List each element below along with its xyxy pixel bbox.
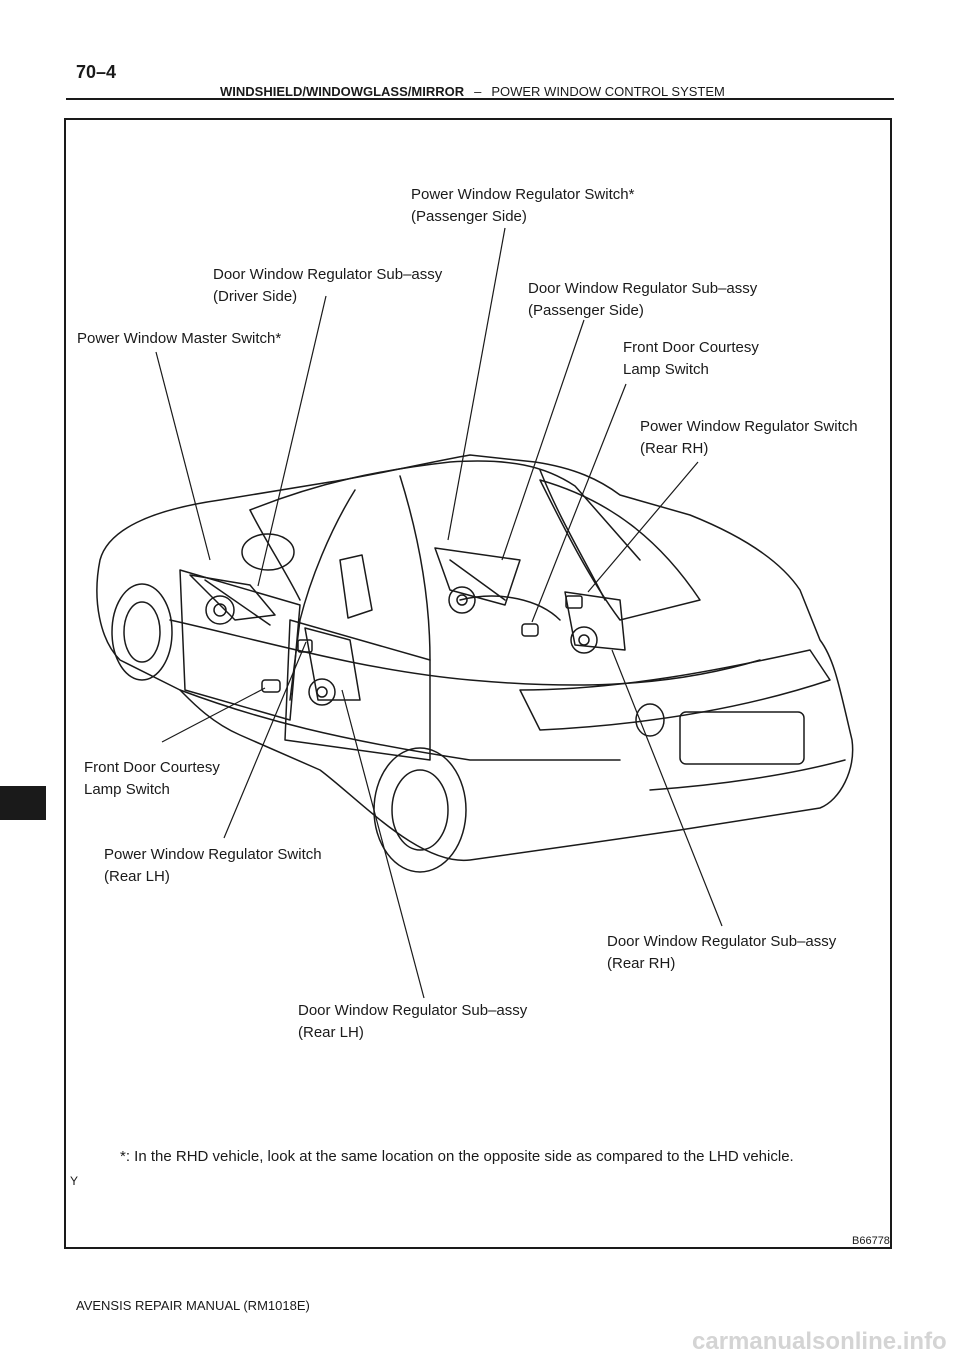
section-separator: – bbox=[474, 84, 482, 99]
rear-door bbox=[284, 619, 431, 761]
rear-wheel bbox=[373, 747, 467, 873]
watermark: carmanualsonline.info bbox=[692, 1328, 947, 1355]
courtesy-switch-right bbox=[521, 623, 539, 637]
regulator-passenger bbox=[434, 547, 521, 614]
trunk-lid bbox=[519, 649, 831, 731]
a-pillar bbox=[249, 509, 301, 601]
manual-footer: AVENSIS REPAIR MANUAL (RM1018E) bbox=[76, 1298, 310, 1313]
leader-regulator-rear-lh bbox=[341, 689, 425, 999]
c-pillar bbox=[539, 469, 606, 601]
rear-rh-switch bbox=[565, 595, 583, 609]
label-courtesy-left: Front Door Courtesy Lamp Switch bbox=[84, 759, 220, 798]
leader-pwr-switch-rear-rh bbox=[587, 461, 699, 593]
page-number: 70–4 bbox=[76, 62, 117, 82]
b-pillar-left bbox=[289, 489, 356, 701]
label-courtesy-right: Front Door Courtesy Lamp Switch bbox=[623, 339, 759, 378]
roof-line bbox=[249, 460, 641, 561]
belt-line bbox=[169, 619, 761, 686]
leader-regulator-passenger bbox=[501, 319, 585, 561]
front-wheel-rim bbox=[123, 601, 161, 663]
rear-seat bbox=[459, 595, 561, 621]
figure-code-left: Y bbox=[70, 1174, 79, 1188]
rear-lh-switch bbox=[297, 639, 313, 653]
figure-frame bbox=[64, 118, 892, 1249]
rear-window bbox=[539, 479, 701, 621]
leader-regulator-rear-rh bbox=[611, 649, 723, 927]
regulator-rear-lh bbox=[304, 627, 361, 706]
label-regulator-passenger: Door Window Regulator Sub–assy (Passenge… bbox=[528, 280, 758, 319]
courtesy-switch-left bbox=[261, 679, 281, 693]
figure-code-right: B66778 bbox=[852, 1235, 890, 1247]
front-wheel bbox=[111, 583, 173, 681]
rear-bumper bbox=[649, 759, 846, 791]
front-door bbox=[179, 569, 301, 721]
label-pwr-switch-rear-rh: Power Window Regulator Switch (Rear RH) bbox=[640, 418, 858, 457]
label-regulator-rear-lh: Door Window Regulator Sub–assy (Rear LH) bbox=[298, 1002, 528, 1041]
label-master-switch: Power Window Master Switch* bbox=[77, 330, 282, 347]
section-main-title: WINDSHIELD/WINDOWGLASS/MIRROR bbox=[220, 84, 465, 99]
license-plate bbox=[679, 711, 805, 765]
leader-pwr-switch-passenger bbox=[447, 227, 506, 541]
leader-courtesy-left bbox=[161, 687, 266, 743]
b-pillar-right bbox=[399, 475, 431, 661]
label-pwr-switch-passenger: Power Window Regulator Switch* (Passenge… bbox=[411, 186, 635, 225]
header-rule bbox=[66, 98, 894, 100]
label-regulator-rear-rh: Door Window Regulator Sub–assy (Rear RH) bbox=[607, 933, 837, 972]
fuel-door bbox=[635, 703, 665, 737]
front-seat bbox=[339, 554, 373, 619]
label-pwr-switch-rear-lh: Power Window Regulator Switch (Rear LH) bbox=[104, 846, 322, 885]
regulator-rear-rh bbox=[564, 591, 626, 654]
leader-master-switch bbox=[155, 351, 211, 561]
rear-wheel-rim bbox=[391, 769, 449, 851]
section-subtitle: POWER WINDOW CONTROL SYSTEM bbox=[491, 84, 725, 99]
leader-regulator-driver bbox=[257, 295, 327, 587]
leader-pwr-switch-rear-lh bbox=[223, 641, 307, 839]
regulator-driver bbox=[189, 574, 276, 626]
leader-courtesy-right bbox=[531, 383, 627, 623]
label-regulator-driver: Door Window Regulator Sub–assy (Driver S… bbox=[213, 266, 443, 305]
footnote: *: In the RHD vehicle, look at the same … bbox=[120, 1148, 794, 1165]
sill-line bbox=[179, 689, 621, 761]
chapter-tab-marker bbox=[0, 786, 46, 820]
steering-wheel bbox=[241, 533, 295, 571]
section-header: WINDSHIELD/WINDOWGLASS/MIRROR–POWER WIND… bbox=[220, 84, 725, 99]
